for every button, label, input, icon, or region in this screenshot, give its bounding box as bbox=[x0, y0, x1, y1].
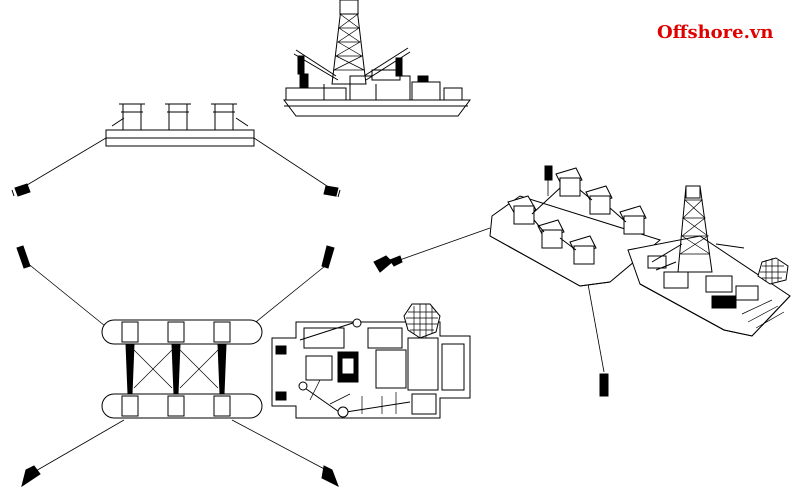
side-elevation-view bbox=[283, 0, 471, 117]
anchor-icon bbox=[321, 245, 335, 269]
column-2 bbox=[165, 103, 191, 131]
anchor-icon bbox=[599, 373, 609, 397]
isometric-view bbox=[373, 165, 791, 397]
anchor-icon bbox=[11, 183, 31, 197]
column-1 bbox=[119, 103, 145, 131]
derrick bbox=[331, 0, 367, 85]
helideck bbox=[757, 257, 789, 285]
deck-plan-view bbox=[271, 303, 471, 419]
column-3 bbox=[211, 103, 237, 131]
derrick bbox=[677, 185, 713, 273]
plan-view-moored bbox=[16, 245, 339, 488]
anchor-icon bbox=[373, 255, 403, 273]
brand-watermark: Offshore.vn bbox=[657, 22, 774, 43]
anchor-icon bbox=[21, 465, 41, 488]
helideck bbox=[403, 303, 441, 339]
front-elevation-view bbox=[11, 103, 341, 198]
anchor-icon bbox=[544, 165, 553, 181]
anchor-icon bbox=[321, 465, 339, 488]
anchor-icon bbox=[16, 245, 31, 269]
anchor-icon bbox=[323, 185, 341, 198]
